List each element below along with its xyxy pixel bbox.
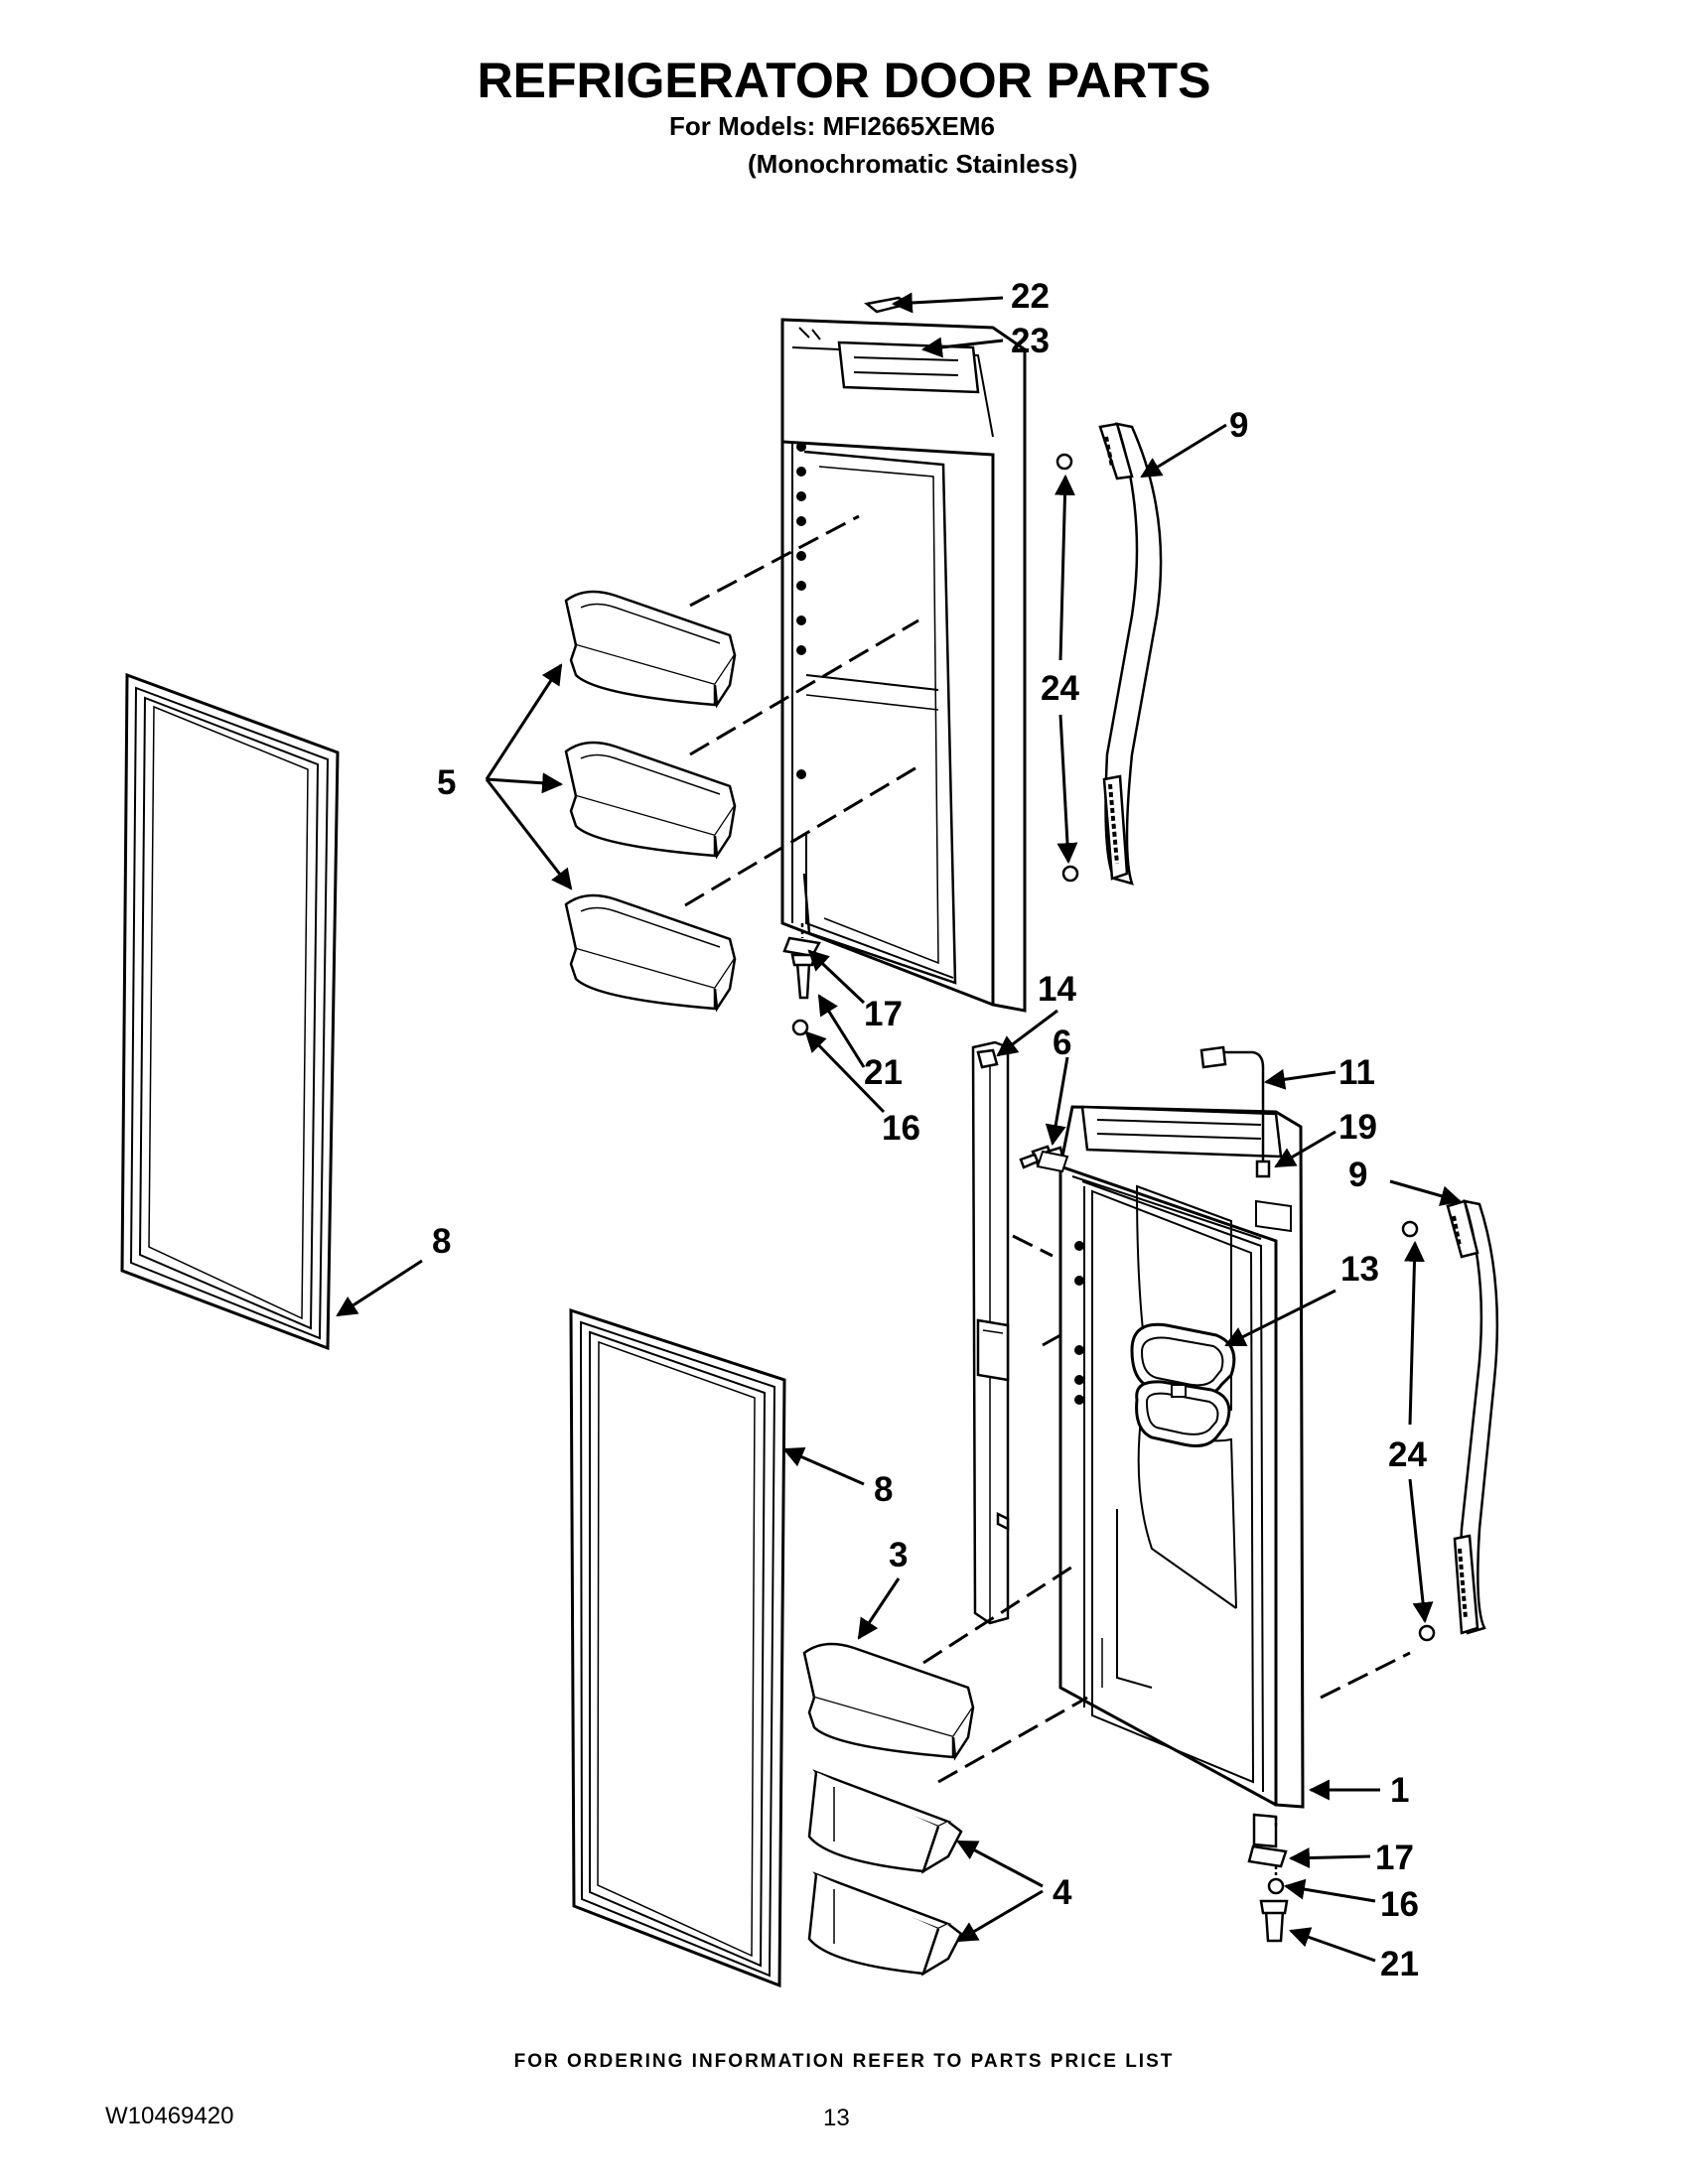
callout-13: 13 [1340, 1250, 1379, 1289]
model-line: For Models: MFI2665XEM6 [669, 111, 995, 141]
lower-door-gasket [569, 1307, 786, 1988]
callout-21-upper: 21 [864, 1053, 903, 1092]
callout-3: 3 [889, 1536, 908, 1574]
callout-21-lower: 21 [1380, 1945, 1419, 1983]
callout-16-upper: 16 [882, 1109, 920, 1148]
callout-11: 11 [1338, 1053, 1375, 1092]
callout-17-lower: 17 [1375, 1839, 1414, 1877]
upper-bin-guide-lines [684, 514, 919, 907]
callout-23: 23 [1011, 322, 1050, 360]
part-14-center-mullion [971, 1040, 1010, 1625]
document-number: W10469420 [105, 2103, 234, 2129]
callout-8-lower: 8 [874, 1470, 893, 1509]
callout-16-lower: 16 [1380, 1885, 1419, 1924]
callout-19: 19 [1338, 1108, 1377, 1147]
callout-9-lower: 9 [1348, 1156, 1367, 1194]
callout-1: 1 [1390, 1771, 1409, 1810]
callout-9-upper: 9 [1229, 406, 1248, 445]
upper-door-gasket [120, 672, 340, 1351]
callout-22: 22 [1011, 277, 1050, 316]
callout-24-lower: 24 [1388, 1435, 1427, 1474]
model-variant: (Monochromatic Stainless) [748, 149, 1078, 179]
callout-6: 6 [1053, 1024, 1071, 1062]
callout-24-upper: 24 [1041, 669, 1079, 708]
part-11-wire-harness [1199, 1045, 1271, 1178]
callout-labels: 22 23 9 24 5 17 21 16 14 6 11 19 9 8 13 … [432, 277, 1427, 1983]
lower-hinge-hardware [1247, 1813, 1289, 1943]
callout-14: 14 [1038, 970, 1076, 1009]
callout-17-upper: 17 [864, 995, 903, 1033]
upper-door-bins [564, 590, 737, 1013]
ordering-note: FOR ORDERING INFORMATION REFER TO PARTS … [513, 2051, 1175, 2072]
upper-door-handle [1055, 422, 1163, 886]
callout-4: 4 [1053, 1873, 1072, 1912]
callout-leaders [336, 292, 1463, 1963]
upper-hinge-hardware [782, 923, 821, 1036]
part-13-dispenser-housing [1130, 1322, 1236, 1447]
page-title: REFRIGERATOR DOOR PARTS [477, 53, 1211, 108]
lower-door-handle [1401, 1199, 1499, 1642]
callout-5: 5 [437, 763, 456, 802]
upper-door-liner [780, 318, 1027, 1013]
lower-guide-lines [922, 1234, 1411, 1784]
page-number: 13 [823, 2105, 850, 2131]
callout-8-upper: 8 [432, 1222, 451, 1261]
lower-door-bins [802, 1642, 975, 1977]
